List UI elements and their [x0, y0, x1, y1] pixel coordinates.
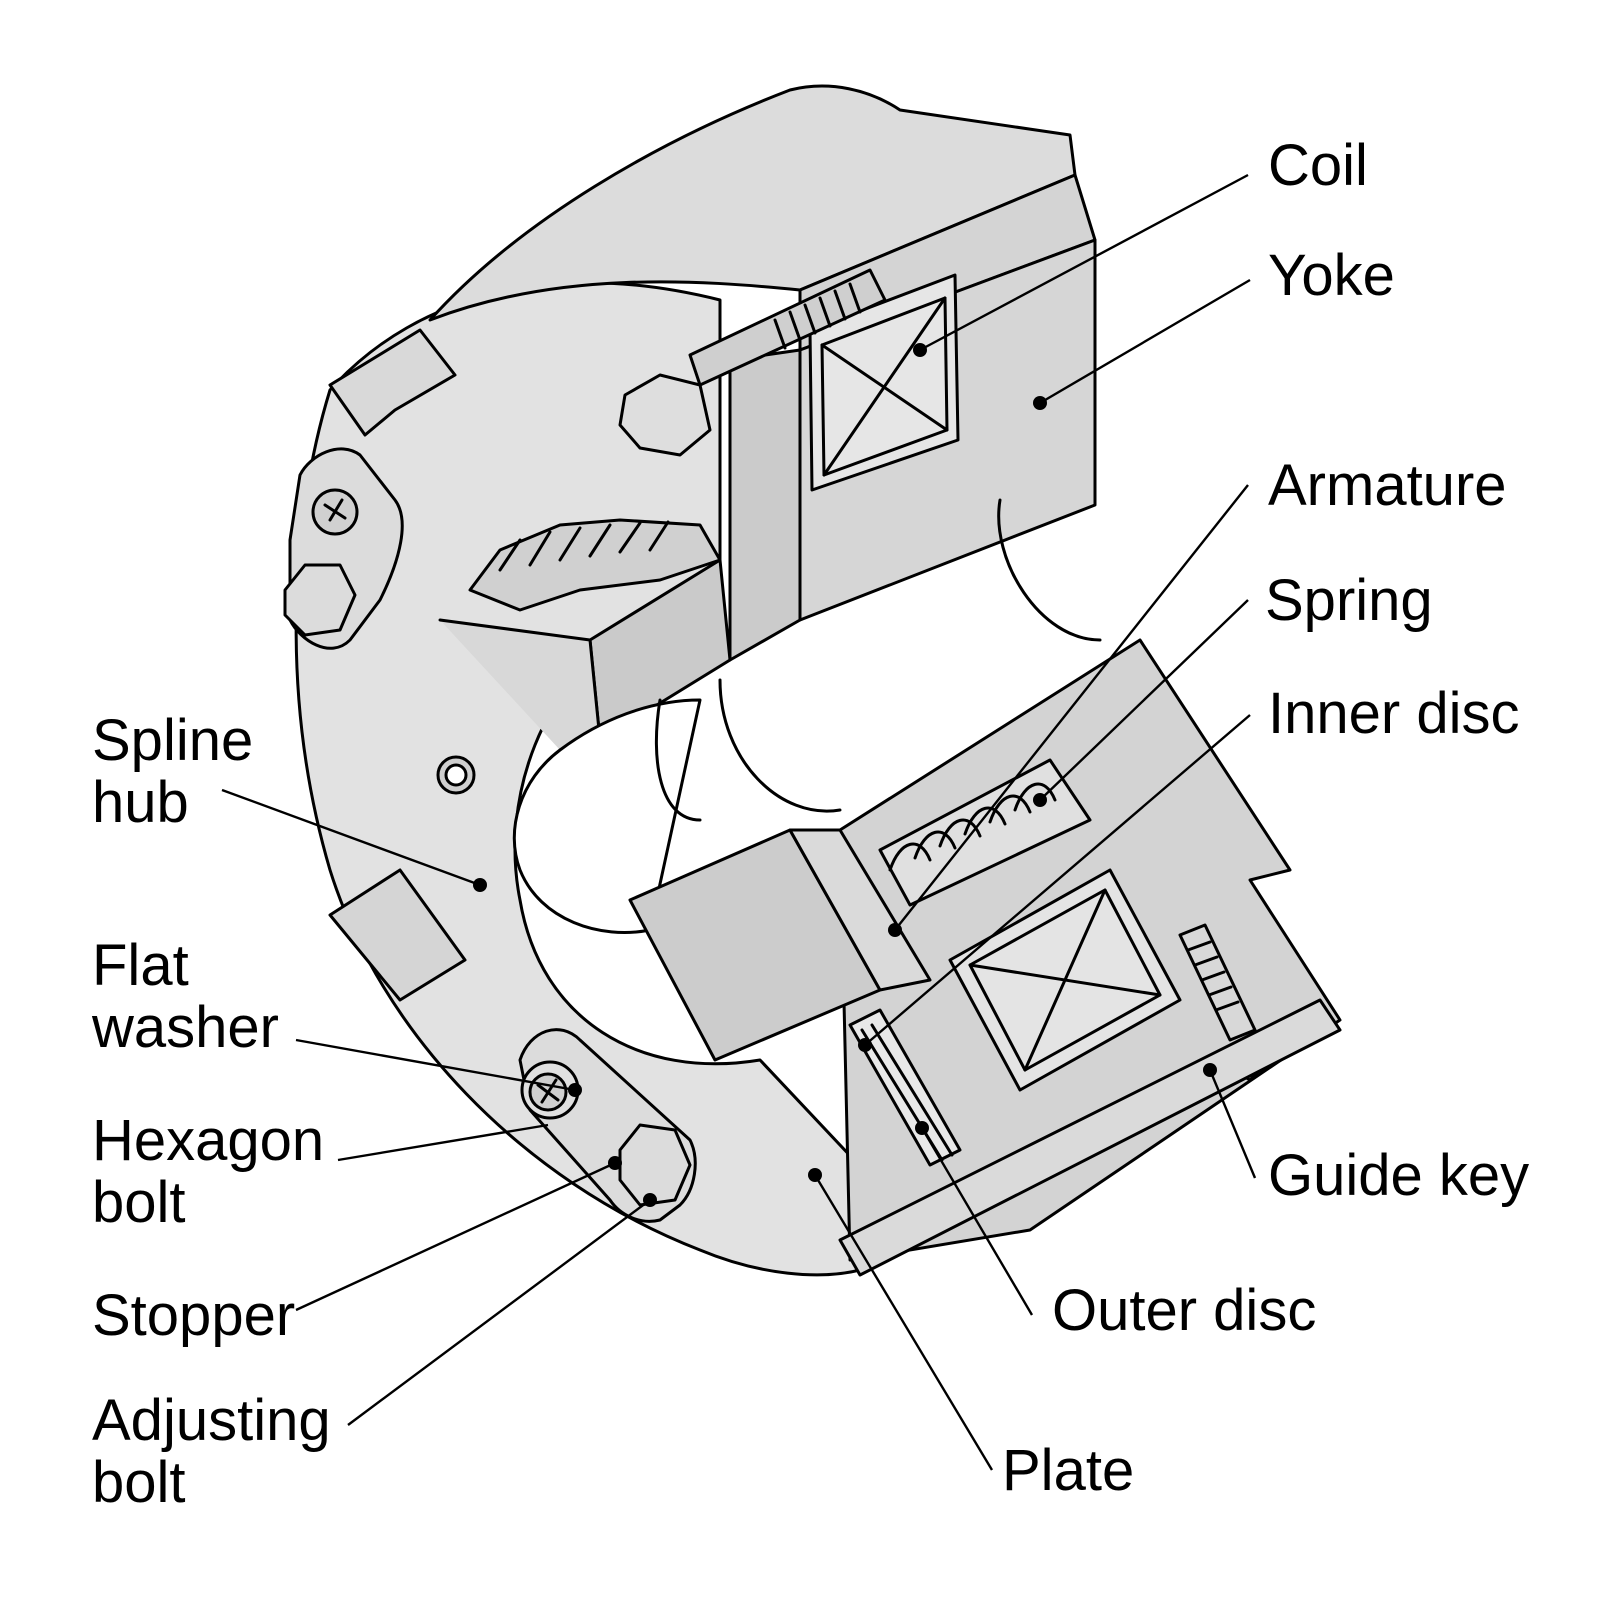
dot-spring	[1033, 793, 1047, 807]
leader-guide-key	[1208, 1069, 1257, 1179]
dot-armature	[888, 923, 902, 937]
dot-adjusting-bolt	[643, 1193, 657, 1207]
leader-stopper	[295, 1161, 616, 1312]
label-armature: Armature	[1268, 453, 1507, 518]
coil-upper	[808, 273, 960, 492]
label-yoke: Yoke	[1268, 243, 1395, 308]
hub-bore	[512, 698, 702, 934]
dot-plate	[808, 1168, 822, 1182]
yoke-block-left	[728, 348, 802, 662]
dot-spline-hub	[473, 878, 487, 892]
dot-flat-washer	[568, 1083, 582, 1097]
leader-plate	[813, 1174, 994, 1471]
label-hexagon-bolt: Hexagon bolt	[92, 1108, 325, 1235]
leader-flat-washer	[295, 1038, 576, 1092]
spline-teeth	[468, 518, 722, 612]
brake-illustration	[283, 84, 1342, 1277]
dot-inner-disc	[858, 1038, 872, 1052]
label-guide-key: Guide key	[1268, 1143, 1530, 1208]
upper-hex-bolt	[283, 563, 357, 637]
label-flat-washer: Flat washer	[92, 933, 279, 1060]
label-spring: Spring	[1265, 568, 1433, 633]
label-plate: Plate	[1002, 1438, 1135, 1503]
disc-pack	[848, 1008, 962, 1167]
leader-spline-hub	[221, 788, 481, 887]
leader-coil	[919, 173, 1249, 352]
leader-lines	[221, 173, 1257, 1471]
top-hex-bolt-head	[618, 373, 712, 457]
leader-spring	[1039, 599, 1249, 801]
dot-outer-disc	[915, 1121, 929, 1135]
guide-key-screw	[1178, 923, 1257, 1042]
spline-tooth-lines	[498, 520, 670, 572]
label-inner-disc: Inner disc	[1268, 681, 1520, 746]
label-stopper: Stopper	[92, 1283, 296, 1348]
leader-outer-disc	[920, 1127, 1034, 1316]
yoke-top	[428, 84, 1077, 322]
top-thread-lines	[773, 282, 862, 350]
upper-left-block	[328, 328, 457, 437]
label-outer-disc: Outer disc	[1052, 1278, 1317, 1343]
leader-adjusting-bolt	[347, 1199, 651, 1426]
label-coil: Coil	[1268, 133, 1368, 198]
leader-hexagon-bolt	[337, 1123, 549, 1162]
label-adjusting-bolt: Adjusting bolt	[92, 1388, 331, 1515]
plate-body	[294, 281, 922, 1277]
label-spline-hub: Spline hub	[92, 708, 254, 835]
dot-guide-key	[1203, 1063, 1217, 1077]
dot-coil	[913, 343, 927, 357]
lower-left-block	[328, 868, 467, 1002]
leader-armature	[894, 484, 1249, 931]
dot-yoke	[1033, 396, 1047, 410]
adjusting-bolt-head	[618, 1123, 692, 1207]
leader-inner-disc	[864, 714, 1251, 1046]
dot-stopper	[608, 1156, 622, 1170]
leader-yoke	[1039, 278, 1251, 405]
